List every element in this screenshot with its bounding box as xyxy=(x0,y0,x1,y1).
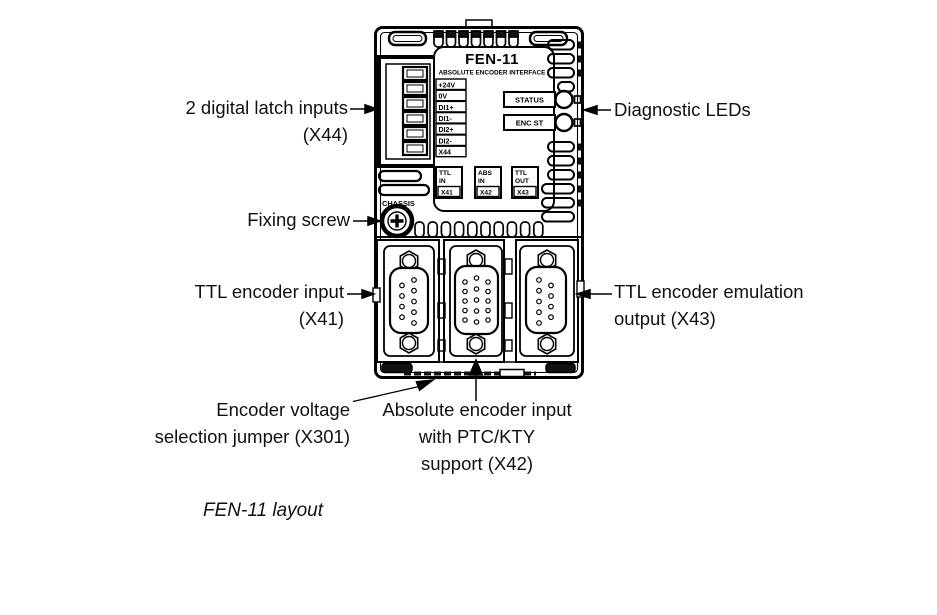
terminal-label-text: DI2- xyxy=(439,138,453,145)
terminal-label-text: 0V xyxy=(439,94,448,101)
terminal-label-text: +24V xyxy=(439,82,456,89)
label-line: TTL encoder input xyxy=(194,281,344,302)
enc-st-led-label: ENC ST xyxy=(516,118,544,127)
arrow-fixing-screw xyxy=(353,215,383,227)
module-subtitle-text: ABSOLUTE ENCODER INTERFACE xyxy=(439,70,547,77)
tag-line: TTL xyxy=(515,170,527,177)
terminal-label-text: DI1- xyxy=(439,116,453,123)
arrow-ttl-input xyxy=(347,288,377,300)
module-title-text: FEN-11 xyxy=(465,51,519,68)
label-line: Encoder voltage xyxy=(216,399,350,420)
tag-port: X43 xyxy=(517,190,529,197)
label-line: Absolute encoder input xyxy=(382,399,572,420)
label-voltage-jumper: Encoder voltage selection jumper (X301) xyxy=(155,396,350,450)
label-line: Fixing screw xyxy=(247,209,350,230)
terminal-labels: +24V 0V DI1+ DI1- DI2+ DI2- X44 xyxy=(435,78,467,158)
arrow-diagnostic-leds xyxy=(581,104,611,116)
connector-tag-x41: TTL IN X41 xyxy=(435,166,463,199)
status-leds: STATUS ENC ST xyxy=(503,89,582,133)
callout-arrows xyxy=(347,103,612,403)
status-led-label: STATUS xyxy=(515,95,544,104)
tag-line: OUT xyxy=(515,178,529,185)
tag-port: X41 xyxy=(441,190,453,197)
terminal-label-text: X44 xyxy=(439,150,452,157)
label-line: (X41) xyxy=(298,308,344,329)
vent-slots-right xyxy=(541,39,583,223)
label-line: output (X43) xyxy=(614,308,716,329)
dsub-x41 xyxy=(383,245,435,357)
arrow-jumper xyxy=(352,378,436,403)
tag-port: X42 xyxy=(480,190,492,197)
label-diagnostic-leds: Diagnostic LEDs xyxy=(614,96,751,123)
label-line: 2 digital latch inputs xyxy=(185,97,349,118)
label-fixing-screw: Fixing screw xyxy=(247,206,350,233)
label-digital-latch-inputs: 2 digital latch inputs (X44) xyxy=(186,94,349,148)
arrow-digital-latch xyxy=(350,103,380,115)
chassis-screw: CHASSIS xyxy=(379,199,415,239)
label-line: TTL encoder emulation xyxy=(614,281,804,302)
enc-st-led xyxy=(554,112,574,133)
label-line: (X44) xyxy=(302,124,348,145)
arrow-abs-input xyxy=(468,358,484,401)
chassis-label-text: CHASSIS xyxy=(382,199,415,208)
figure-caption: FEN-11 layout xyxy=(203,500,324,521)
label-ttl-encoder-output: TTL encoder emulation output (X43) xyxy=(614,278,804,332)
label-line: with PTC/KTY xyxy=(418,426,536,447)
tag-line: IN xyxy=(439,178,446,185)
label-line: Diagnostic LEDs xyxy=(614,99,751,120)
connector-tag-x42: ABS IN X42 xyxy=(474,166,502,199)
tag-line: ABS xyxy=(478,170,493,177)
terminal-block-x44 xyxy=(377,55,439,197)
dsub-x43 xyxy=(519,245,575,357)
connector-tag-x43: TTL OUT X43 xyxy=(511,166,539,199)
dsub-x42 xyxy=(449,245,503,357)
label-ttl-encoder-input: TTL encoder input (X41) xyxy=(195,278,344,332)
tag-line: IN xyxy=(478,178,485,185)
terminal-label-text: DI2+ xyxy=(439,127,454,134)
connector-pin-row xyxy=(414,221,544,238)
status-led xyxy=(554,89,574,110)
label-line: support (X42) xyxy=(420,453,534,474)
label-absolute-encoder-input: Absolute encoder input with PTC/KTY supp… xyxy=(316,396,638,477)
arrow-ttl-output xyxy=(574,288,612,300)
label-line: selection jumper (X301) xyxy=(154,426,350,447)
tag-line: TTL xyxy=(439,170,451,177)
terminal-label-text: DI1+ xyxy=(439,105,454,112)
